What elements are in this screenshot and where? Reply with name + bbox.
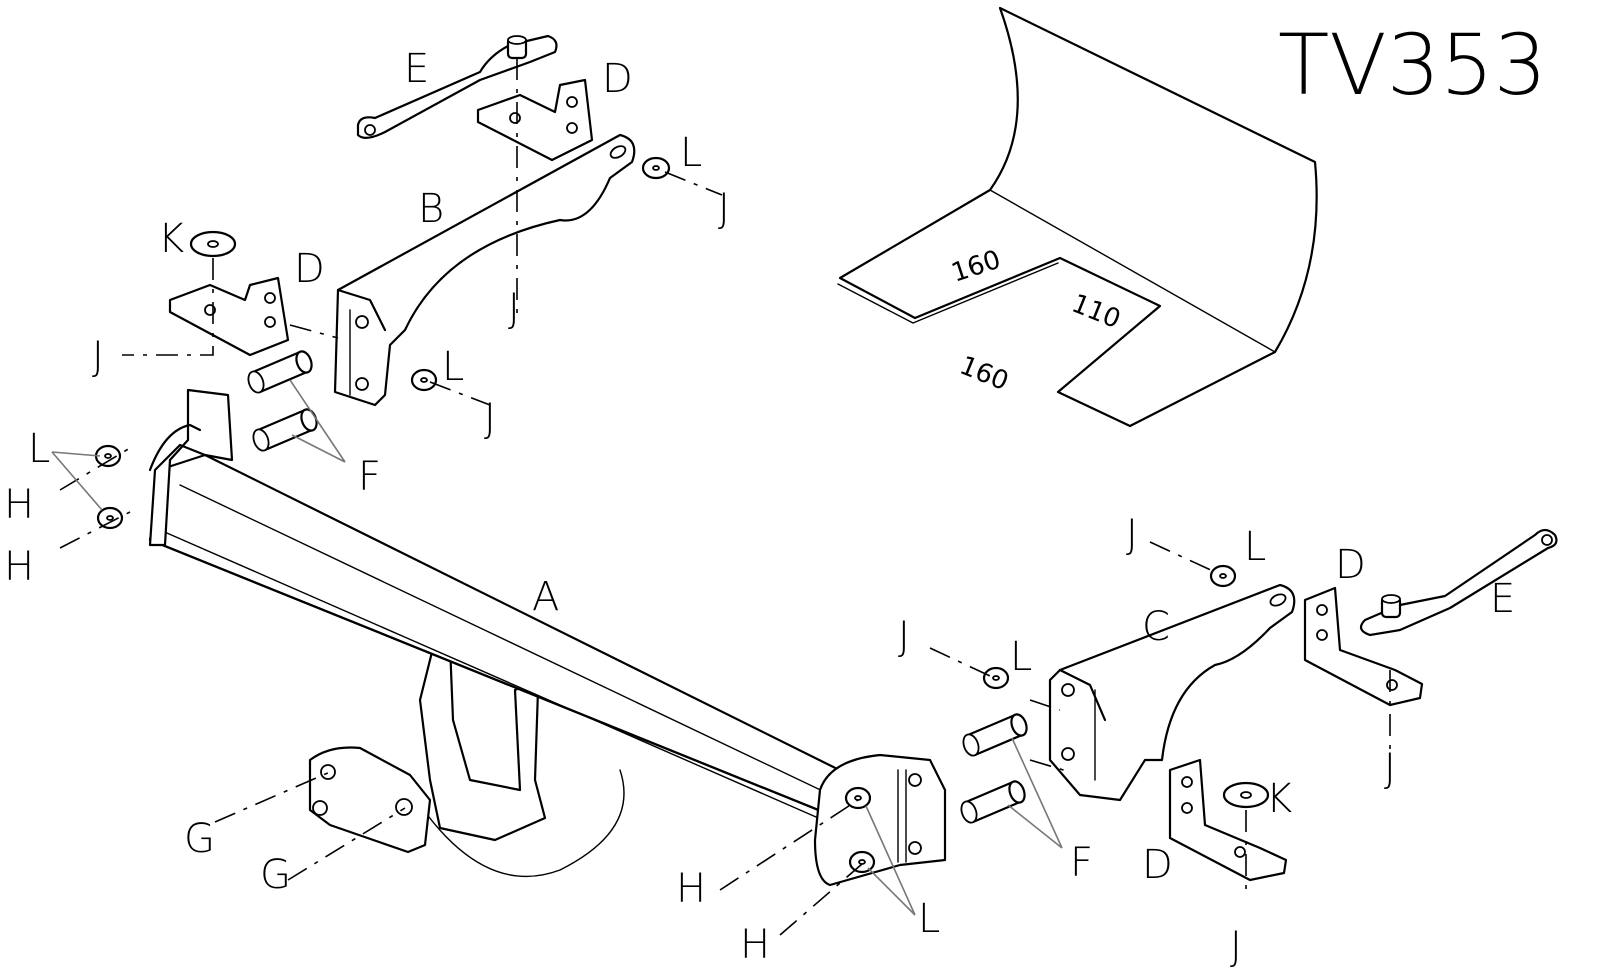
label-g-2: G xyxy=(260,852,291,898)
spacer-tubes-f-right: F xyxy=(960,713,1093,886)
label-d-right-bottom: D xyxy=(1142,842,1173,888)
label-a: A xyxy=(532,574,559,620)
label-j-6: J xyxy=(898,614,910,660)
angle-bracket-d-left: D xyxy=(168,246,325,357)
label-j-3: J xyxy=(92,334,104,380)
label-l-1: L xyxy=(680,130,702,176)
label-j-7: J xyxy=(1384,746,1396,792)
strap-e-right: E xyxy=(1359,528,1558,637)
label-l-5: L xyxy=(1010,634,1032,680)
label-d-right-top: D xyxy=(1335,542,1366,588)
callout-arrows xyxy=(51,451,916,916)
dimension-top-width: 160 xyxy=(948,245,1004,289)
label-j-1: J xyxy=(718,186,730,232)
label-b: B xyxy=(418,186,444,232)
main-crossbar-a: A xyxy=(148,388,947,887)
label-h-2: H xyxy=(4,544,34,590)
side-bracket-b: B xyxy=(333,133,636,407)
angle-bracket-d-top: D xyxy=(476,56,633,162)
dimension-bottom-width: 160 xyxy=(955,351,1012,397)
label-k-left: K xyxy=(158,216,184,262)
label-e-right: E xyxy=(1490,576,1515,622)
label-h-3: H xyxy=(676,866,706,912)
label-l-2: L xyxy=(442,344,464,390)
side-bracket-c: C xyxy=(1048,583,1296,802)
label-e-top: E xyxy=(404,46,429,92)
label-h-4: H xyxy=(740,922,770,968)
angle-bracket-d-right-bottom: D xyxy=(1142,758,1288,888)
label-d-left: D xyxy=(294,246,325,292)
label-h-1: H xyxy=(4,482,34,528)
angle-bracket-d-right-top: D xyxy=(1303,542,1424,707)
label-c: C xyxy=(1142,604,1170,650)
label-k-right: K xyxy=(1266,776,1292,822)
label-f-left: F xyxy=(358,454,381,500)
label-l-3: L xyxy=(28,426,50,472)
label-j-5: J xyxy=(1126,512,1138,558)
callout-labels: K K L L L L L L J J J J J J J J H H H H … xyxy=(4,130,1396,970)
label-j-4: J xyxy=(484,396,496,442)
label-l-4: L xyxy=(1244,524,1266,570)
centre-lines xyxy=(59,58,1391,936)
model-title: TV353 xyxy=(1278,16,1547,114)
label-d-top: D xyxy=(602,56,633,102)
bumper-cut-template: 160 110 160 xyxy=(837,6,1318,428)
label-f-right: F xyxy=(1070,840,1093,886)
label-l-6: L xyxy=(918,896,940,942)
label-j-8: J xyxy=(1230,924,1242,970)
label-j-2: J xyxy=(508,286,520,332)
label-g-1: G xyxy=(184,816,215,862)
dimension-notch-depth: 110 xyxy=(1067,289,1124,335)
washers xyxy=(94,156,1270,874)
spacer-tubes-f-left: F xyxy=(247,350,381,500)
